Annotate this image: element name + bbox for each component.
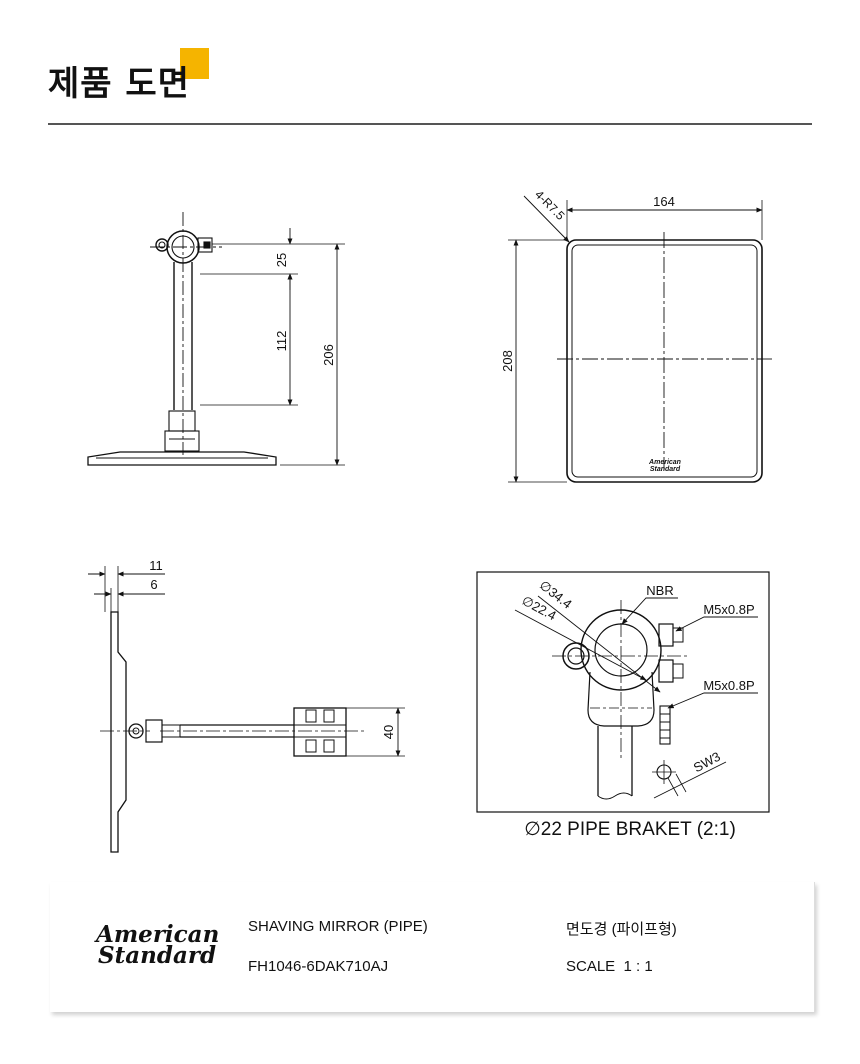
dim-25-label: 25 (274, 253, 289, 267)
detail-m5-bottom-label: M5x0.8P (703, 678, 754, 693)
brand-logo-line2: Standard (98, 942, 217, 969)
detail-caption: ∅22 PIPE BRAKET (2:1) (524, 819, 736, 840)
brand-logo: American Standard (96, 921, 220, 969)
mirror-logo-line1: American (648, 459, 681, 466)
dim-112-label: 112 (274, 331, 289, 352)
dim-164-label: 164 (653, 194, 675, 209)
dim-208-label: 208 (500, 350, 515, 372)
detail-view (476, 571, 770, 813)
front-view (508, 195, 772, 483)
brand-logo-line1: American (96, 921, 220, 948)
product-type: 면도경 (파이프형) (566, 921, 677, 938)
product-name: SHAVING MIRROR (PIPE) (248, 918, 428, 935)
dim-11-label: 11 (149, 558, 163, 573)
radius-note: 4-R7.5 (532, 187, 568, 223)
side-view (87, 212, 345, 466)
page-title: 제품 도면 (48, 64, 190, 104)
dim-40-label: 40 (381, 725, 396, 739)
scale-label: SCALE 1 : 1 (566, 958, 653, 975)
model-number: FH1046-6DAK710AJ (248, 958, 389, 975)
top-view (88, 566, 405, 853)
dim-6-label: 6 (150, 577, 157, 592)
mirror-logo-line2: Standard (650, 466, 681, 473)
detail-nbr-label: NBR (646, 583, 673, 598)
title-accent-block (180, 48, 209, 79)
title-block: American Standard SHAVING MIRROR (PIPE) … (50, 882, 815, 1012)
detail-m5-top-label: M5x0.8P (703, 602, 754, 617)
dim-206-label: 206 (321, 344, 336, 366)
title-divider (48, 123, 812, 125)
